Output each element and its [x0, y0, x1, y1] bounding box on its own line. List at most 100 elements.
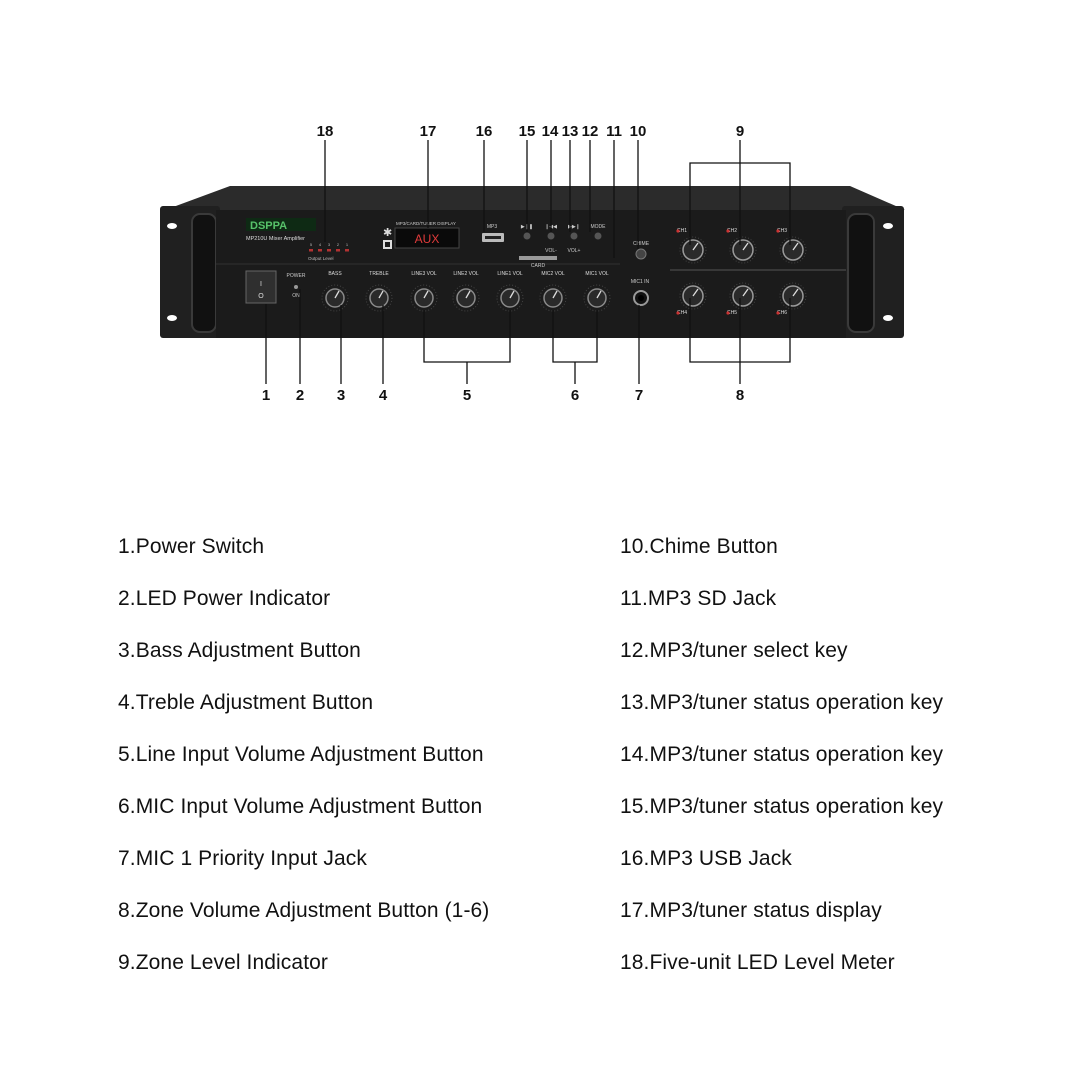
rack-hole-icon — [883, 315, 893, 321]
svg-text:I: I — [260, 281, 262, 288]
card-label: CARD — [531, 263, 546, 269]
legend-item: 17.MP3/tuner status display — [620, 899, 882, 922]
power-switch[interactable] — [245, 270, 277, 304]
zone-label: CH6 — [777, 310, 787, 316]
rack-hole-icon — [167, 223, 177, 229]
legend-item: 4.Treble Adjustment Button — [118, 691, 374, 714]
callout-number: 8 — [736, 387, 744, 404]
knob-scale — [539, 284, 567, 312]
usb-label: MP3 — [487, 224, 498, 230]
callout-number: 2 — [296, 387, 304, 404]
zone-label: CH2 — [727, 228, 737, 234]
meter-led-icon — [327, 249, 331, 252]
meter-tick-label: 1 — [346, 242, 349, 247]
chassis-top — [165, 186, 905, 210]
knob-scale — [410, 284, 438, 312]
mode-label: MODE — [591, 224, 607, 230]
legend-item: 11.MP3 SD Jack — [620, 587, 777, 610]
zone-level-led-icon — [676, 229, 680, 233]
legend-item: 5.Line Input Volume Adjustment Button — [118, 743, 484, 766]
prev-button[interactable] — [547, 232, 555, 240]
legend-item: 7.MIC 1 Priority Input Jack — [118, 847, 367, 870]
zone-level-led-icon — [676, 311, 680, 315]
zone-label: CH1 — [677, 228, 687, 234]
output-level-label: Output Level — [308, 256, 334, 261]
meter-led-icon — [318, 249, 322, 252]
power-led-icon — [294, 285, 298, 289]
callout-number: 17 — [420, 123, 437, 140]
knob-scale — [496, 284, 524, 312]
callout-number: 5 — [463, 387, 471, 404]
handle-left — [191, 213, 217, 333]
callout-number: 15 — [519, 123, 536, 140]
zone-level-led-icon — [776, 311, 780, 315]
callout-number: 11 — [606, 123, 622, 140]
legend-item: 13.MP3/tuner status operation key — [620, 691, 944, 714]
svg-text:▶▶❙: ▶▶❙ — [568, 224, 580, 230]
callout-lines — [265, 140, 791, 384]
knob-scale — [365, 284, 393, 312]
front-panel — [216, 210, 846, 338]
handle-right — [847, 213, 875, 333]
mic1-in-label: MIC1 IN — [631, 279, 650, 285]
knob-scale — [583, 284, 611, 312]
on-label: ON — [292, 293, 300, 299]
zone-label: CH3 — [777, 228, 787, 234]
zone-level-led-icon — [726, 311, 730, 315]
knob-label: BASS — [328, 271, 342, 277]
legend-item: 12.MP3/tuner select key — [620, 639, 848, 662]
knob-scale — [321, 284, 349, 312]
meter-tick-label: 4 — [319, 242, 322, 247]
model-label: MP210U Mixer Amplifier — [246, 236, 305, 242]
legend-item: 16.MP3 USB Jack — [620, 847, 792, 870]
status-display — [394, 227, 460, 249]
callout-number: 4 — [379, 387, 388, 404]
logo: DSPPA — [250, 220, 287, 232]
display-title: MP3/CARD/TUNER DISPLAY — [396, 221, 456, 226]
display-text: AUX — [415, 232, 440, 246]
callout-number: 16 — [476, 123, 493, 140]
zone-label: CH5 — [727, 310, 737, 316]
knob-label: LINE3 VOL — [411, 271, 437, 277]
vol-minus-label: VOL- — [545, 248, 557, 254]
legend-item: 8.Zone Volume Adjustment Button (1-6) — [118, 899, 490, 922]
chime-label: CHIME — [633, 241, 650, 247]
logo-plate — [246, 218, 316, 231]
knob-row: BASS TREBLE LINE3 VOL LINE2 VOL LINE1 VOL MIC… — [321, 271, 611, 312]
callout-number: 14 — [542, 123, 559, 140]
meter-tick-label: 2 — [337, 242, 340, 247]
callout-number: 12 — [582, 123, 599, 140]
next-button[interactable] — [570, 232, 578, 240]
mode-button[interactable] — [594, 232, 602, 240]
legend-item: 9.Zone Level Indicator — [118, 951, 328, 974]
callout-number: 7 — [635, 387, 643, 404]
legend-item: 10.Chime Button — [620, 535, 778, 558]
vol-plus-label: VOL+ — [568, 248, 581, 254]
meter-led-icon — [309, 249, 313, 252]
zone-level-led-icon — [776, 229, 780, 233]
knob-scale — [452, 284, 480, 312]
zone-label: CH4 — [677, 310, 687, 316]
meter-led-icon — [336, 249, 340, 252]
play-pause-button[interactable] — [523, 232, 531, 240]
callout-number: 13 — [562, 123, 579, 140]
legend-item: 6.MIC Input Volume Adjustment Button — [118, 795, 483, 818]
chime-button[interactable] — [635, 248, 647, 260]
knob-label: LINE2 VOL — [453, 271, 479, 277]
knob-label: TREBLE — [369, 271, 389, 277]
callout-number: 1 — [262, 387, 270, 404]
legend-item: 2.LED Power Indicator — [118, 587, 331, 610]
legend-item: 15.MP3/tuner status operation key — [620, 795, 944, 818]
callout-number: 9 — [736, 123, 744, 140]
knob-label: MIC2 VOL — [541, 271, 565, 277]
knob-label: LINE1 VOL — [497, 271, 523, 277]
callout-number: 6 — [571, 387, 579, 404]
card-slot[interactable] — [519, 256, 557, 260]
callout-number: 10 — [630, 123, 647, 140]
meter-tick-label: 5 — [310, 242, 313, 247]
